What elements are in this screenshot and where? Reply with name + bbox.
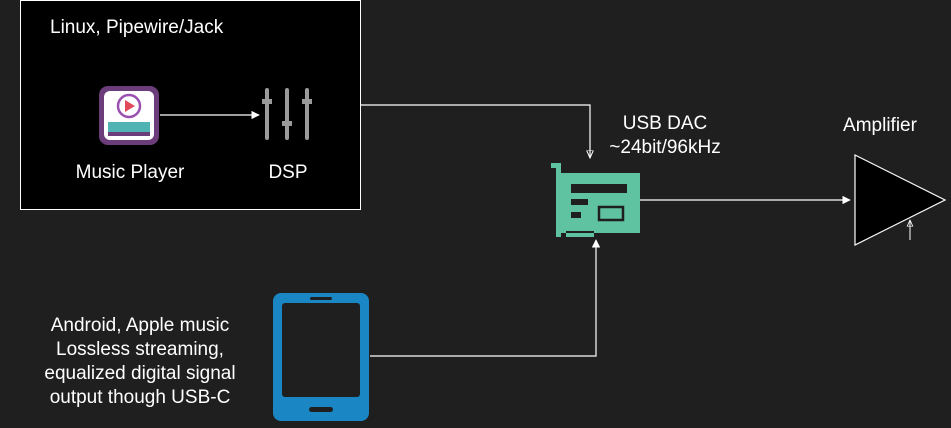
sound-card-icon bbox=[551, 163, 640, 237]
dac-label-line2: ~24bit/96kHz bbox=[609, 137, 720, 158]
phone-description: Android, Apple music Lossless streaming,… bbox=[44, 315, 235, 408]
smartphone-icon bbox=[273, 293, 369, 421]
music-player-icon bbox=[99, 86, 159, 145]
linux-computer-box: Linux, Pipewire/Jack Music Player DSP bbox=[20, 0, 361, 210]
connector-phone-to-dac bbox=[370, 239, 601, 357]
phone-description-line: output though USB-C bbox=[50, 387, 231, 408]
phone-description-line: Android, Apple music bbox=[51, 315, 230, 336]
amplifier-triangle-icon bbox=[854, 154, 947, 246]
amplifier-label: Amplifier bbox=[843, 115, 918, 136]
phone-description-line: equalized digital signal bbox=[44, 363, 235, 384]
dsp-label: DSP bbox=[268, 162, 307, 183]
computer-box-title: Linux, Pipewire/Jack bbox=[50, 17, 224, 38]
connector-computer-to-dac bbox=[360, 104, 590, 158]
phone-description-line: Lossless streaming, bbox=[56, 339, 224, 360]
equalizer-sliders-icon bbox=[262, 88, 312, 140]
music-player-label: Music Player bbox=[76, 162, 185, 183]
dac-label-line1: USB DAC bbox=[623, 113, 707, 134]
